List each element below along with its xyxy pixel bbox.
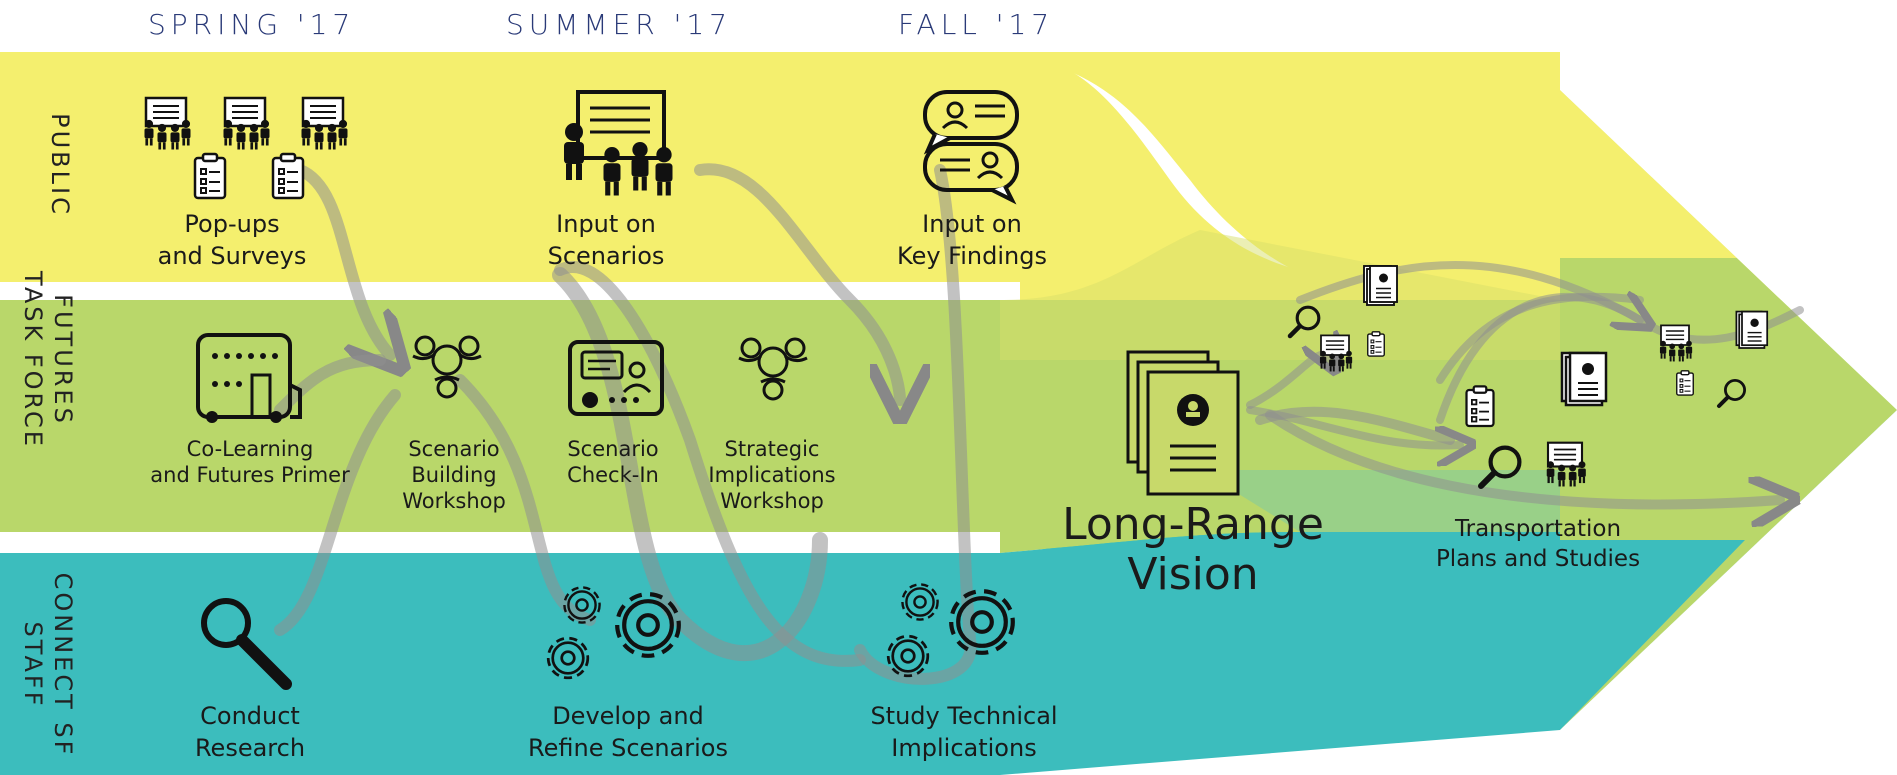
step-label-line: and Surveys xyxy=(157,242,307,270)
lane-staff-line1: CONNECT SF xyxy=(49,572,77,758)
step-study-implications: Study Technical Implications xyxy=(870,700,1057,764)
step-label-line: Building xyxy=(411,463,497,487)
step-label-line: and Futures Primer xyxy=(150,463,350,487)
step-popups: Pop-ups and Surveys xyxy=(158,208,307,272)
step-label-line: Workshop xyxy=(720,489,824,513)
step-strategic-implications: Strategic Implications Workshop xyxy=(708,436,835,514)
season-summer: SUMMER '17 xyxy=(506,8,732,41)
step-label-line: Implications xyxy=(891,734,1037,762)
lane-taskforce-line2: TASK FORCE xyxy=(19,271,47,449)
step-colearning: Co-Learning and Futures Primer xyxy=(150,436,349,488)
season-spring: SPRING '17 xyxy=(148,8,356,41)
outcome-line: Transportation xyxy=(1454,516,1622,542)
outcome-line: Plans and Studies xyxy=(1435,546,1641,572)
step-label-line: Co-Learning xyxy=(186,437,314,461)
step-label-line: Workshop xyxy=(402,489,506,513)
bus-icon xyxy=(196,333,302,423)
lane-public-text: PUBLIC xyxy=(46,113,74,217)
chat-bubbles-icon xyxy=(923,90,1019,205)
step-label-line: Refine Scenarios xyxy=(528,734,728,762)
step-label-line: Input on xyxy=(922,210,1022,238)
document-stack-icon xyxy=(1126,350,1240,496)
step-scenario-building: Scenario Building Workshop xyxy=(402,436,506,514)
lane-label-taskforce: FUTURES TASK FORCE xyxy=(14,260,78,460)
vision-label: Long-Range Vision xyxy=(1062,500,1324,600)
lane-staff-line2: STAFF xyxy=(19,621,47,709)
step-develop-scenarios: Develop and Refine Scenarios xyxy=(528,700,728,764)
step-label-line: Scenarios xyxy=(547,242,665,270)
step-label-line: Implications xyxy=(708,463,836,487)
step-label-line: Conduct xyxy=(200,702,300,730)
season-fall: FALL '17 xyxy=(898,8,1055,41)
step-conduct-research: Conduct Research xyxy=(195,700,305,764)
step-input-findings: Input on Key Findings xyxy=(897,208,1047,272)
step-label-line: Strategic xyxy=(724,437,820,461)
step-scenario-checkin: Scenario Check-In xyxy=(567,436,659,488)
step-label-line: Research xyxy=(194,734,306,762)
step-label-line: Pop-ups xyxy=(184,210,280,238)
magnifier-icon xyxy=(201,598,292,690)
step-label-line: Scenario xyxy=(567,437,659,461)
vision-line: Vision xyxy=(1127,549,1259,600)
lane-label-staff: CONNECT SF STAFF xyxy=(14,565,78,765)
step-input-scenarios: Input on Scenarios xyxy=(548,208,665,272)
vision-line: Long-Range xyxy=(1062,499,1324,550)
step-label-line: Key Findings xyxy=(897,242,1047,270)
lane-taskforce-line1: FUTURES xyxy=(49,294,77,426)
step-label-line: Develop and xyxy=(552,702,704,730)
presentation-audience-icon xyxy=(564,90,673,196)
video-call-icon xyxy=(568,340,664,416)
lane-label-public: PUBLIC xyxy=(45,100,75,230)
outcome-label: Transportation Plans and Studies xyxy=(1436,514,1640,574)
step-label-line: Input on xyxy=(556,210,656,238)
step-label-line: Scenario xyxy=(408,437,500,461)
step-label-line: Check-In xyxy=(567,463,659,487)
step-label-line: Study Technical xyxy=(870,702,1058,730)
public-band xyxy=(0,52,1897,302)
